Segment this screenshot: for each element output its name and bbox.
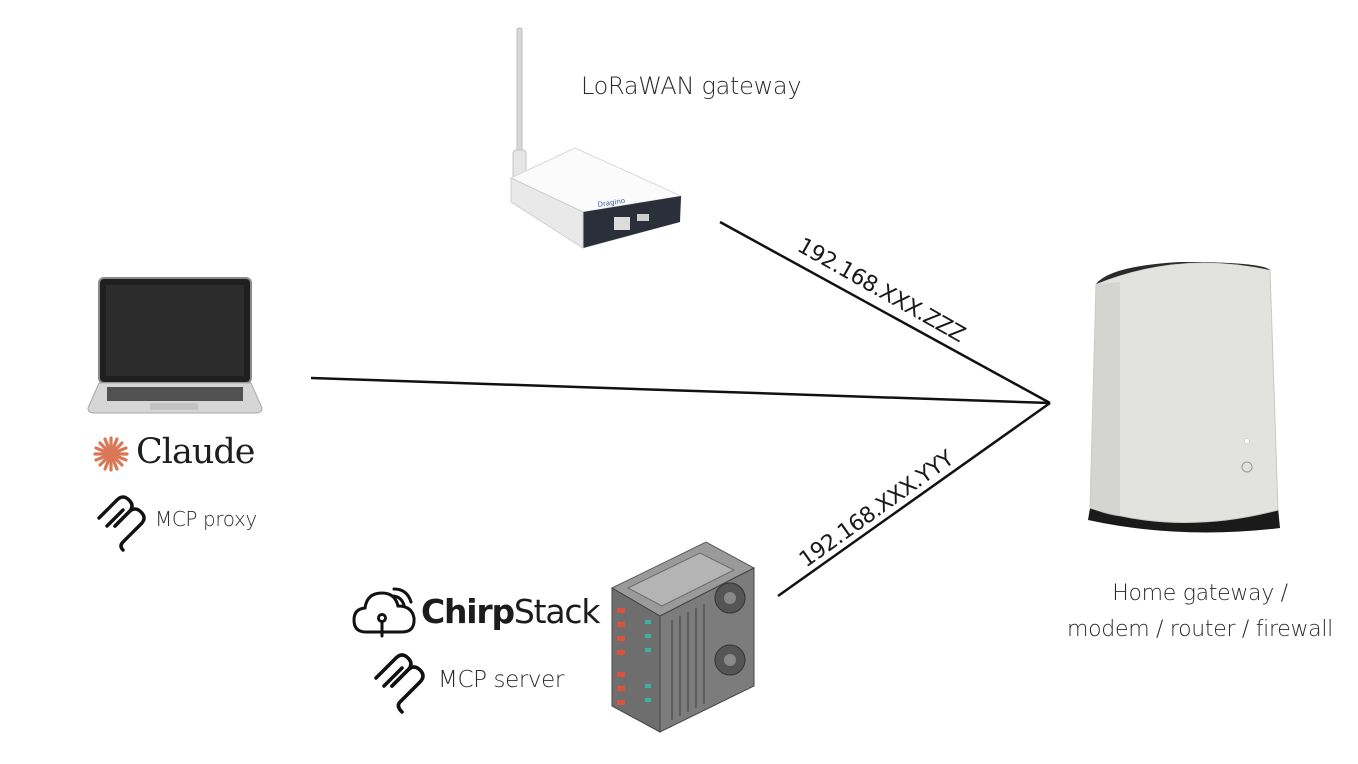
mcp-logo-icon <box>374 653 425 714</box>
chirpstack-label: ChirpStack <box>421 592 601 631</box>
home-gateway-icon <box>1088 262 1280 533</box>
mcp-logo-icon <box>97 495 146 552</box>
lorawan-gateway-label: LoRaWAN gateway <box>581 72 802 100</box>
lorawan-gateway-icon: Dragino <box>509 27 683 249</box>
mcp-proxy-label: MCP proxy <box>155 507 257 531</box>
claude-label: Claude <box>136 432 255 472</box>
home-gateway-label-line1: Home gateway / <box>1112 581 1288 606</box>
server-link-label: 192.168.XXX.YYY <box>795 446 959 573</box>
home-gateway-label: Home gateway / modem / router / firewall <box>1055 576 1345 648</box>
chirpstack-label-bold: Chirp <box>421 592 515 631</box>
lorawan-link-line <box>719 220 1051 405</box>
server-icon <box>610 541 756 733</box>
chirpstack-label-rest: Stack <box>513 592 601 631</box>
chirpstack-cloud-icon <box>352 587 416 638</box>
laptop-link-line <box>310 376 1051 405</box>
home-gateway-label-line2: modem / router / firewall <box>1067 617 1333 642</box>
laptop-icon <box>87 277 263 414</box>
lorawan-link-label: 192.168.XXX.ZZZ <box>793 233 969 347</box>
claude-logo-icon <box>93 436 129 472</box>
mcp-server-label: MCP server <box>438 667 564 693</box>
server-link-line <box>777 401 1051 598</box>
